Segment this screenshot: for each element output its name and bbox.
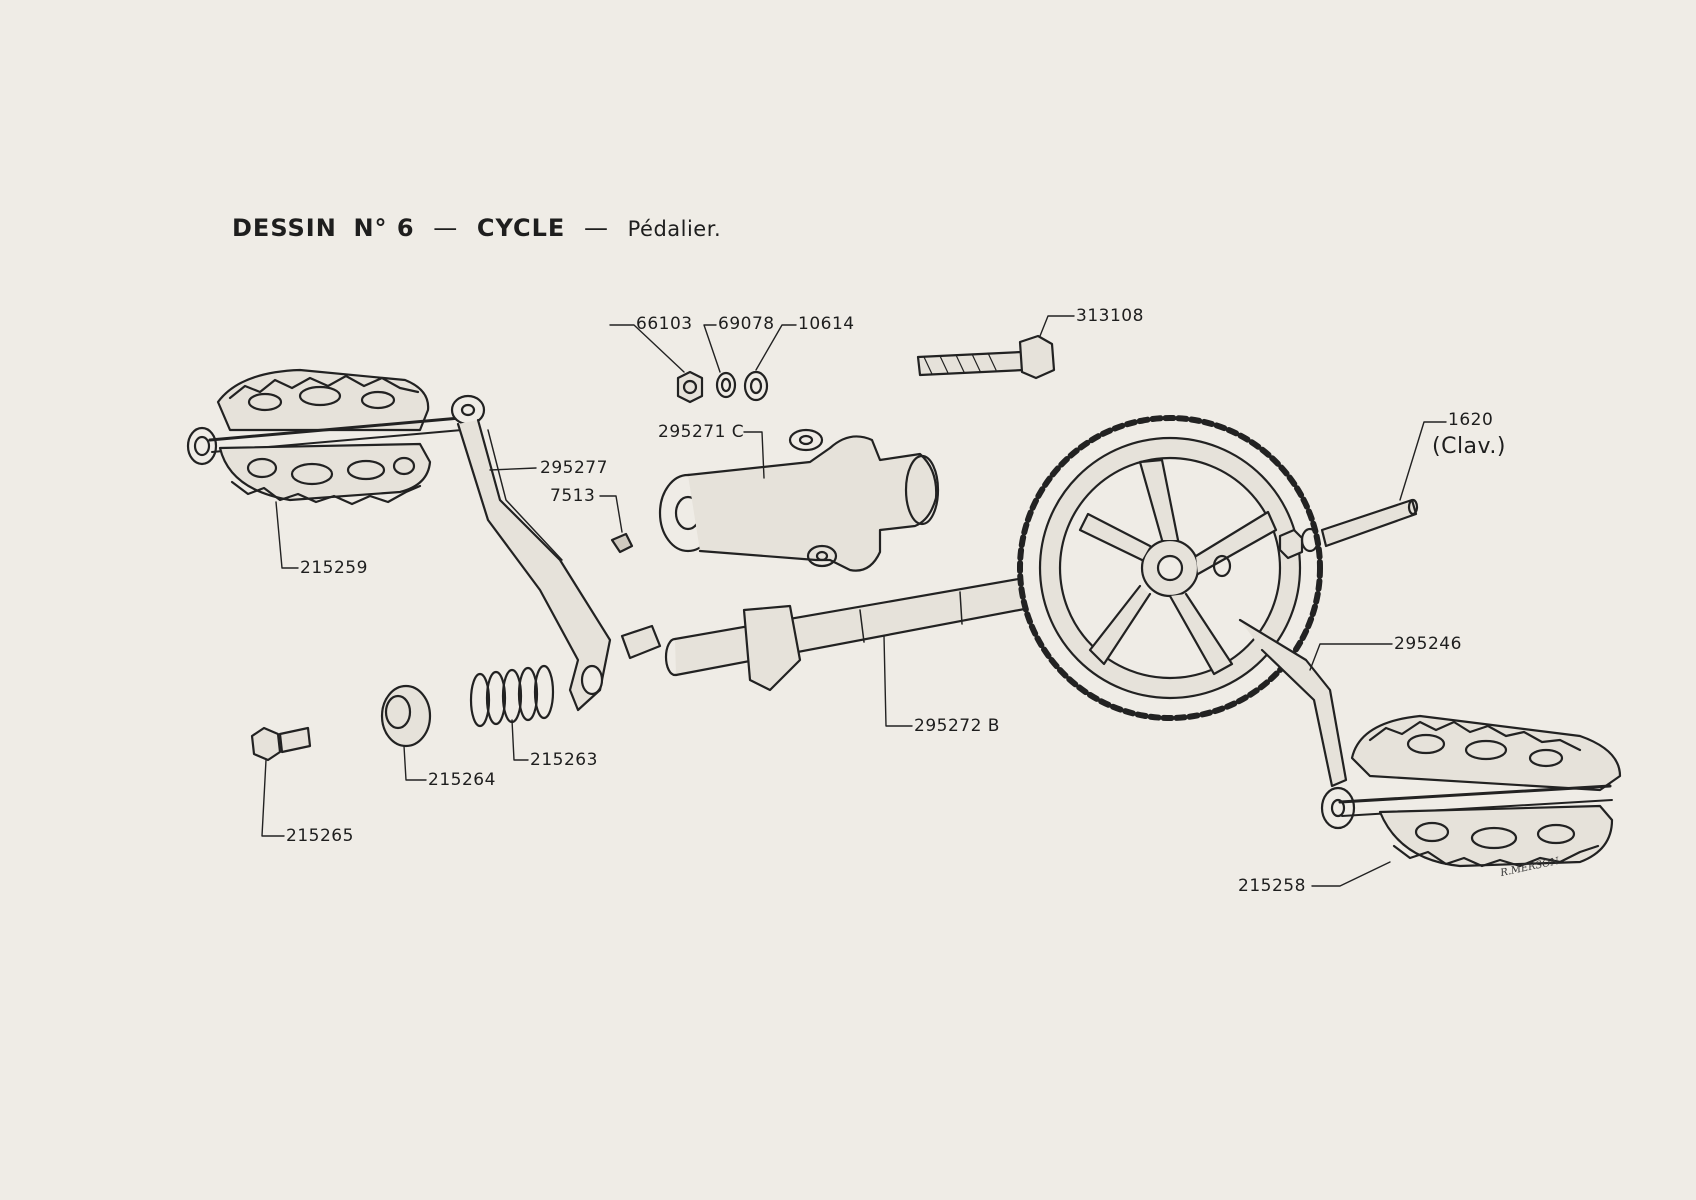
title-number: N° 6 (353, 214, 415, 242)
label-215264: 215264 (428, 770, 496, 790)
label-313108: 313108 (1076, 306, 1144, 326)
label-10614: 10614 (798, 314, 855, 334)
title-dash-2: — (583, 214, 609, 242)
label-295271c: 295271 C (658, 422, 745, 442)
title-dessin: DESSIN (232, 214, 337, 242)
leader-lines (261, 315, 1447, 887)
title-dash-1: — (433, 214, 459, 242)
label-215263: 215263 (530, 750, 598, 770)
label-215259: 215259 (300, 558, 368, 578)
label-7513: 7513 (550, 486, 596, 506)
label-clav: (Clav.) (1432, 434, 1506, 459)
cap-nut (380, 684, 432, 748)
label-295277: 295277 (540, 458, 608, 478)
bottom-bracket-shell (658, 428, 940, 572)
key-1620 (1278, 498, 1419, 560)
label-295272b: 295272 B (914, 716, 1000, 736)
bolt-215265 (250, 726, 312, 762)
title-subject: Pédalier. (627, 217, 722, 241)
right-crank (1238, 618, 1356, 830)
nut-and-washers (676, 370, 769, 404)
right-pedal (1338, 714, 1622, 868)
page-title: DESSIN N° 6 — CYCLE — Pédalier. (232, 214, 721, 242)
title-cycle: CYCLE (476, 214, 566, 242)
cotter-pin-7513 (610, 532, 634, 554)
label-1620: 1620 (1448, 410, 1494, 430)
spring (469, 664, 555, 728)
spindle (664, 568, 1077, 692)
label-295246: 295246 (1394, 634, 1462, 654)
label-69078: 69078 (718, 314, 775, 334)
left-crank (450, 394, 662, 712)
label-66103: 66103 (636, 314, 693, 334)
left-pedal (186, 368, 463, 506)
bolt-313108 (916, 334, 1056, 380)
chainring (1017, 415, 1323, 721)
label-215258: 215258 (1238, 876, 1306, 896)
label-215265: 215265 (286, 826, 354, 846)
